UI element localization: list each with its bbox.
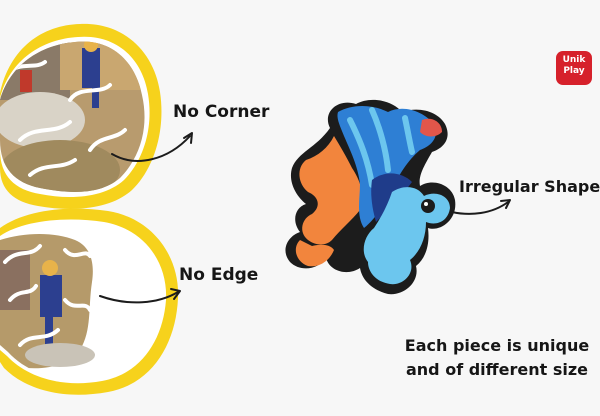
no-corner-piece — [0, 23, 162, 209]
caption-line-2: and of different size — [405, 360, 588, 379]
label-no-corner: No Corner — [173, 102, 270, 122]
jigsaw-stripe — [347, 107, 415, 188]
jigsaw-coral-tail — [420, 118, 442, 137]
jigsaw-orange-part — [299, 136, 363, 245]
no-edge-piece — [0, 208, 179, 395]
arrow-irregular-shape — [451, 199, 511, 215]
arrow-no-edge — [99, 288, 181, 304]
caption-line-1: Each piece is unique — [404, 336, 590, 355]
unik-play-logo: Unik Play — [556, 51, 592, 85]
label-no-edge: No Edge — [179, 265, 259, 285]
jigsaw-eye — [421, 199, 435, 213]
logo-line-2: Play — [563, 66, 585, 76]
arrow-no-corner — [111, 132, 193, 162]
jigsaw-orange-lower — [295, 240, 334, 267]
logo-line-1: Unik — [562, 55, 586, 65]
jigsaw-eye-highlight — [424, 202, 428, 206]
label-irregular-shape: Irregular Shape — [459, 177, 600, 196]
caption: Each piece is unique and of different si… — [404, 334, 590, 382]
irregular-jigsaw-piece — [285, 99, 456, 295]
